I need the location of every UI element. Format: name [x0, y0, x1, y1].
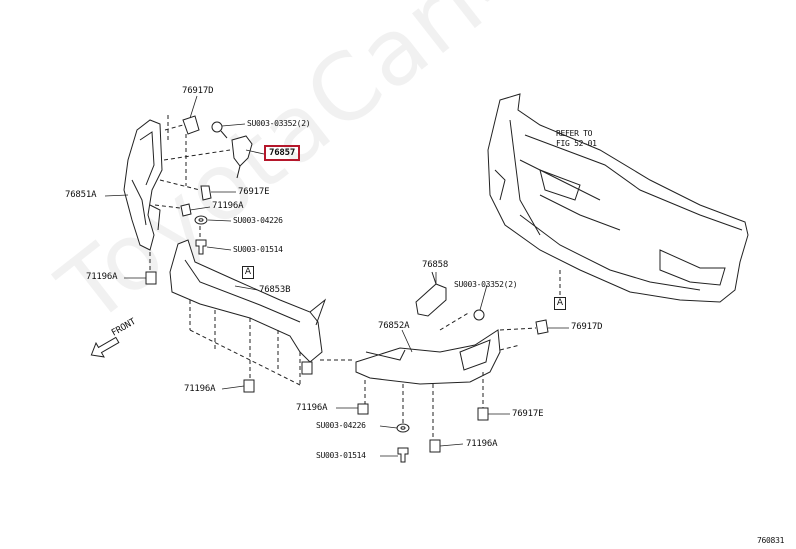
- label-su003-03352-right[interactable]: SU003-03352(2): [454, 280, 518, 289]
- label-76857-highlighted[interactable]: 76857: [264, 145, 301, 161]
- lower-bracket-76852a: [355, 329, 501, 385]
- clip-71196a-center: [301, 361, 313, 375]
- label-76917e-left[interactable]: 76917E: [238, 187, 270, 197]
- clip-76917d-right: [535, 319, 549, 335]
- bolt-su003-01514-bottom: [397, 447, 409, 463]
- label-76917d-top[interactable]: 76917D: [182, 86, 214, 96]
- clip-71196a-left-mid: [145, 271, 157, 285]
- label-su003-04226-bottom[interactable]: SU003-04226: [316, 421, 366, 430]
- leader-lines-right: [364, 311, 537, 440]
- clip-71196a-bottom-left: [243, 379, 255, 393]
- bracket-76858: [415, 271, 447, 317]
- leader-lines-left: [149, 115, 231, 272]
- left-bracket-76851a: [123, 119, 163, 251]
- refer-note-line1: REFER TO: [556, 129, 593, 138]
- clip-71196a-bottom-right: [429, 439, 441, 453]
- label-su003-03352-top[interactable]: SU003-03352(2): [247, 119, 311, 128]
- bracket-76857: [231, 135, 253, 179]
- figure-code: 760831: [757, 536, 785, 545]
- label-76852a[interactable]: 76852A: [378, 321, 410, 331]
- ref-marker-a-left: A: [242, 266, 254, 279]
- label-su003-01514-left[interactable]: SU003-01514: [233, 245, 283, 254]
- label-leaders: [104, 95, 569, 457]
- label-su003-01514-bottom[interactable]: SU003-01514: [316, 451, 366, 460]
- front-bumper-cover: [487, 93, 749, 303]
- bolt-su003-01514-left: [195, 239, 207, 255]
- washer-su003-04226-left: [194, 215, 208, 225]
- label-71196a-center[interactable]: 71196A: [296, 403, 328, 413]
- refer-note-line2: FIG 52-01: [556, 139, 597, 148]
- ref-marker-a-right: A: [554, 297, 566, 310]
- label-76853b[interactable]: 76853B: [259, 285, 291, 295]
- clip-71196a-center-lower: [357, 403, 369, 415]
- clip-76917e-right: [477, 407, 489, 421]
- front-direction-arrow: [90, 336, 120, 358]
- label-71196a-bottom-left[interactable]: 71196A: [184, 384, 216, 394]
- clip-76917d-top: [182, 115, 200, 135]
- label-76917e-right[interactable]: 76917E: [512, 409, 544, 419]
- label-76917d-right[interactable]: 76917D: [571, 322, 603, 332]
- leader-lines-grille: [189, 300, 355, 386]
- screw-su003-03352-right: [473, 309, 485, 321]
- screw-su003-03352-top: [211, 121, 228, 139]
- washer-su003-04226-bottom: [396, 423, 410, 433]
- label-71196a-bottom-right[interactable]: 71196A: [466, 439, 498, 449]
- label-su003-04226-left[interactable]: SU003-04226: [233, 216, 283, 225]
- label-71196a-left-top[interactable]: 71196A: [212, 201, 244, 211]
- lower-grille-76853b: [169, 239, 327, 363]
- clip-76917e-left: [200, 185, 212, 201]
- label-76858[interactable]: 76858: [422, 260, 449, 270]
- clip-71196a-left-top: [180, 203, 192, 217]
- label-71196a-left-mid[interactable]: 71196A: [86, 272, 118, 282]
- label-76851a[interactable]: 76851A: [65, 190, 97, 200]
